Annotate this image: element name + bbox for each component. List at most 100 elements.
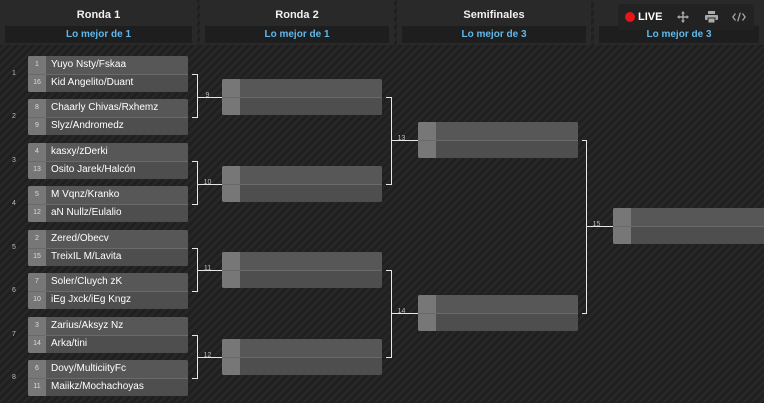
match-slot[interactable] [222,252,382,270]
live-label: LIVE [638,11,663,23]
match-slot[interactable]: 15 TreixIL M/Lavita [28,248,188,266]
match-number: 7 [12,331,16,338]
match-slot[interactable] [418,295,578,313]
match-number: 6 [12,287,16,294]
seed-number: 13 [28,162,46,179]
print-icon[interactable] [704,10,718,24]
match-number: 4 [12,200,16,207]
seed-number [222,79,240,97]
round-header-1: Ronda 1 Lo mejor de 1 [0,0,197,45]
team-name: aN Nullz/Eulalio [51,207,122,218]
team-name: Osito Jarek/Halcón [51,164,136,175]
team-name: M Vqnz/Kranko [51,189,120,200]
match-number: 11 [203,264,212,272]
team-name: Dovy/MulticiityFc [51,363,127,374]
team-name: Zarius/Aksyz Nz [51,320,124,331]
seed-number: 7 [28,273,46,291]
match-slot[interactable] [222,339,382,357]
team-name: Arka/tini [51,338,88,349]
team-name: iEg Jxck/iEg Kngz [51,294,132,305]
match-slot[interactable] [613,208,764,226]
seed-number [222,252,240,270]
connector-line [192,161,198,205]
match-slot[interactable] [222,166,382,184]
round-title: Semifinales [463,9,525,21]
seed-number [222,339,240,357]
match-number: 8 [12,374,16,381]
match-slot[interactable] [222,184,382,202]
team-name: Maiikz/Mochachoyas [51,381,144,392]
code-icon[interactable] [732,10,747,24]
match-slot[interactable] [222,79,382,97]
match-slot[interactable] [418,140,578,158]
seed-number: 5 [28,186,46,204]
match-card[interactable] [222,339,382,375]
round-header-2: Ronda 2 Lo mejor de 1 [200,0,394,45]
match-card[interactable]: 3 Zarius/Aksyz Nz 14 Arka/tini [28,317,188,353]
seed-number: 15 [28,249,46,266]
seed-number: 14 [28,336,46,353]
team-name: Zered/Obecv [51,233,109,244]
seed-number: 12 [28,205,46,222]
match-slot[interactable]: 5 M Vqnz/Kranko [28,186,188,204]
match-slot[interactable] [613,226,764,244]
seed-number: 16 [28,75,46,92]
seed-number: 6 [28,360,46,378]
round-title: Ronda 1 [76,9,121,21]
match-number: 2 [12,113,16,120]
match-card[interactable] [222,166,382,202]
match-slot[interactable] [418,122,578,140]
match-card[interactable]: 5 M Vqnz/Kranko 12 aN Nullz/Eulalio [28,186,188,222]
match-slot[interactable]: 14 Arka/tini [28,335,188,353]
team-name: Slyz/Andromedz [51,120,124,131]
live-button[interactable]: LIVE [625,11,662,23]
match-number: 3 [12,157,16,164]
match-slot[interactable]: 13 Osito Jarek/Halcón [28,161,188,179]
match-number: 10 [203,178,212,186]
seed-number [613,208,631,226]
match-slot[interactable]: 12 aN Nullz/Eulalio [28,204,188,222]
seed-number [418,122,436,140]
match-slot[interactable] [418,313,578,331]
connector-line [386,97,392,185]
match-number: 12 [203,351,212,359]
match-slot[interactable]: 6 Dovy/MulticiityFc [28,360,188,378]
seed-number: 4 [28,143,46,161]
match-card[interactable] [222,252,382,288]
seed-number: 3 [28,317,46,335]
team-name: Chaarly Chivas/Rxhemz [51,102,159,113]
match-card[interactable] [418,122,578,158]
team-name: TreixIL M/Lavita [51,251,122,262]
match-slot[interactable]: 3 Zarius/Aksyz Nz [28,317,188,335]
match-slot[interactable] [222,357,382,375]
seed-number [222,185,240,202]
live-dot-icon [625,12,635,22]
round-format: Lo mejor de 1 [205,26,389,43]
match-slot[interactable] [222,97,382,115]
team-name: Yuyo Nsty/Fskaa [51,59,127,70]
round-format: Lo mejor de 1 [5,26,192,43]
connector-line [582,140,587,314]
match-card[interactable] [613,208,764,244]
match-card[interactable] [222,79,382,115]
move-icon[interactable] [676,10,690,24]
match-card[interactable] [418,295,578,331]
match-slot[interactable] [222,270,382,288]
seed-number [418,141,436,158]
